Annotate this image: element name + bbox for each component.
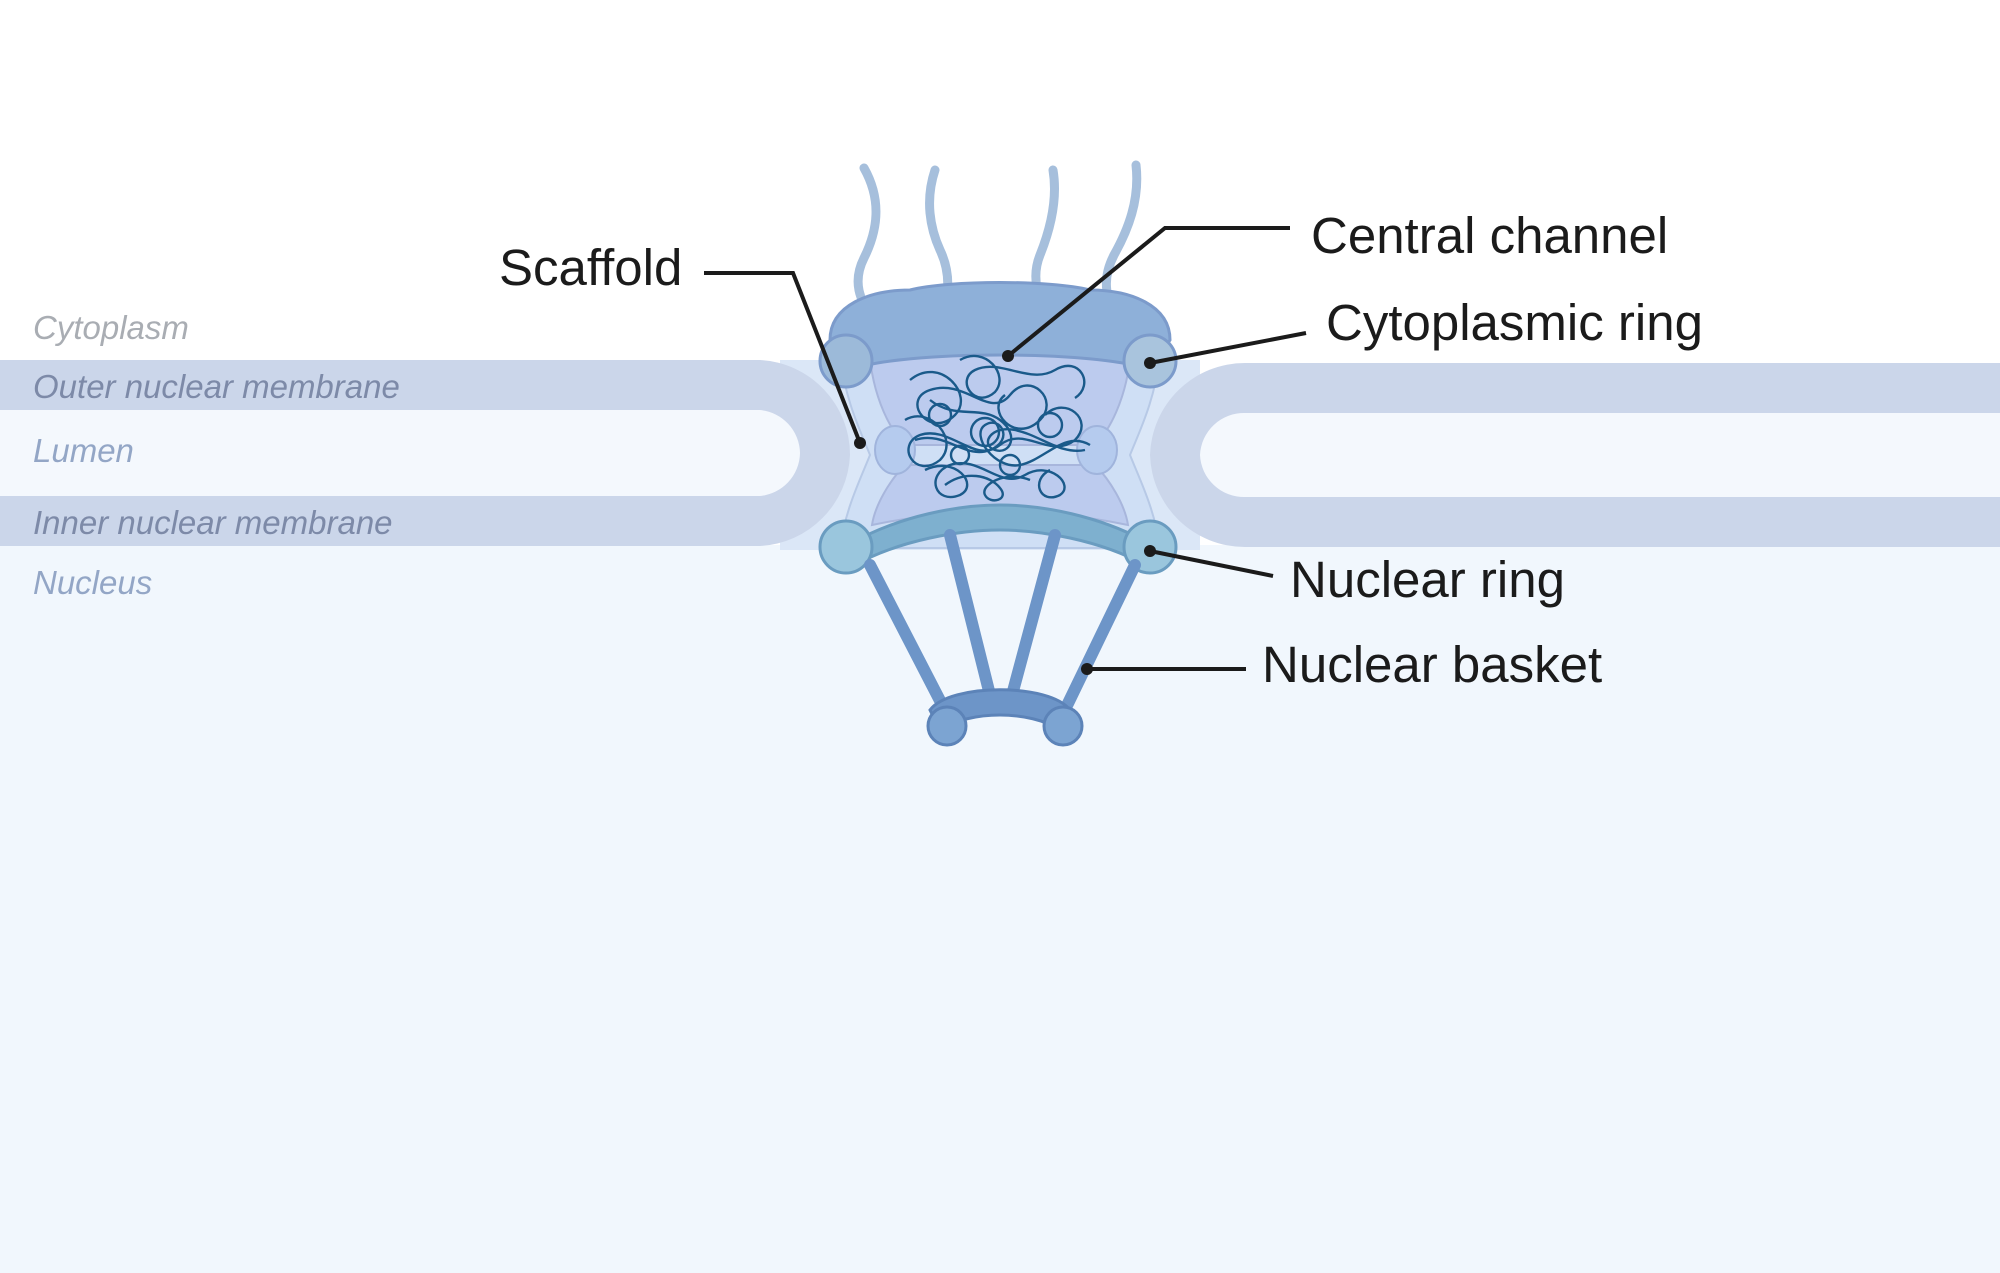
nucleus-region (0, 545, 2000, 1273)
central-channel-strand (924, 462, 1066, 499)
central-channel-loop (969, 416, 1001, 448)
central-channel-leader-dot (1002, 350, 1014, 362)
nuclear-basket-leader-dot (1081, 663, 1093, 675)
cytoplasmic-ring-callout: Cytoplasmic ring (1326, 294, 1703, 351)
central-channel-strand (959, 354, 1086, 400)
scaffold-node-left (874, 425, 916, 475)
central-channel-strand (944, 474, 1031, 502)
nuclear-basket-filament (944, 529, 996, 701)
nuclear-basket-filament (864, 559, 956, 726)
central-channel-loop (949, 444, 971, 466)
scaffold-leader-dot (854, 437, 866, 449)
nuclear-ring-callout: Nuclear ring (1290, 551, 1565, 608)
inner-nuclear-membrane-label: Inner nuclear membrane (33, 504, 393, 541)
central-channel-loop (998, 453, 1022, 477)
leader-lines (704, 226, 1307, 675)
central-channel (904, 354, 1091, 502)
cytoplasmic-ring-leader (1149, 331, 1307, 365)
nuclear-basket-filament (1054, 559, 1141, 726)
outer-nuclear-membrane-label: Outer nuclear membrane (33, 368, 400, 405)
central-channel-strand (904, 406, 1083, 468)
scaffold-leader (704, 271, 862, 444)
lumen-right (1200, 412, 2000, 498)
nuclear-ring-leader-dot (1144, 545, 1156, 557)
nuclear-basket-filaments (864, 529, 1141, 726)
nuclear-basket-node-left (926, 705, 968, 747)
cytoplasm-label: Cytoplasm (33, 309, 189, 346)
nuclear-ring-node-left (818, 519, 874, 575)
lumen-label: Lumen (33, 432, 134, 469)
central-channel-loop (927, 402, 953, 428)
nuclear-basket-filament (1006, 529, 1061, 701)
cytoplasmic-ring-leader-dot (1144, 357, 1156, 369)
central-channel-callout: Central channel (1311, 207, 1668, 264)
nuclear-basket-node-right (1042, 705, 1084, 747)
lumen-left (0, 410, 800, 496)
nuclear-ring-leader (1149, 549, 1274, 578)
central-channel-loop (1036, 411, 1064, 439)
scaffold-callout: Scaffold (499, 239, 682, 296)
nucleus-label: Nucleus (33, 564, 152, 601)
central-channel-strand (929, 399, 1086, 452)
central-channel-leader (1006, 226, 1290, 358)
cytoplasmic-ring (828, 281, 1172, 372)
nuclear-basket-callout: Nuclear basket (1262, 636, 1602, 693)
